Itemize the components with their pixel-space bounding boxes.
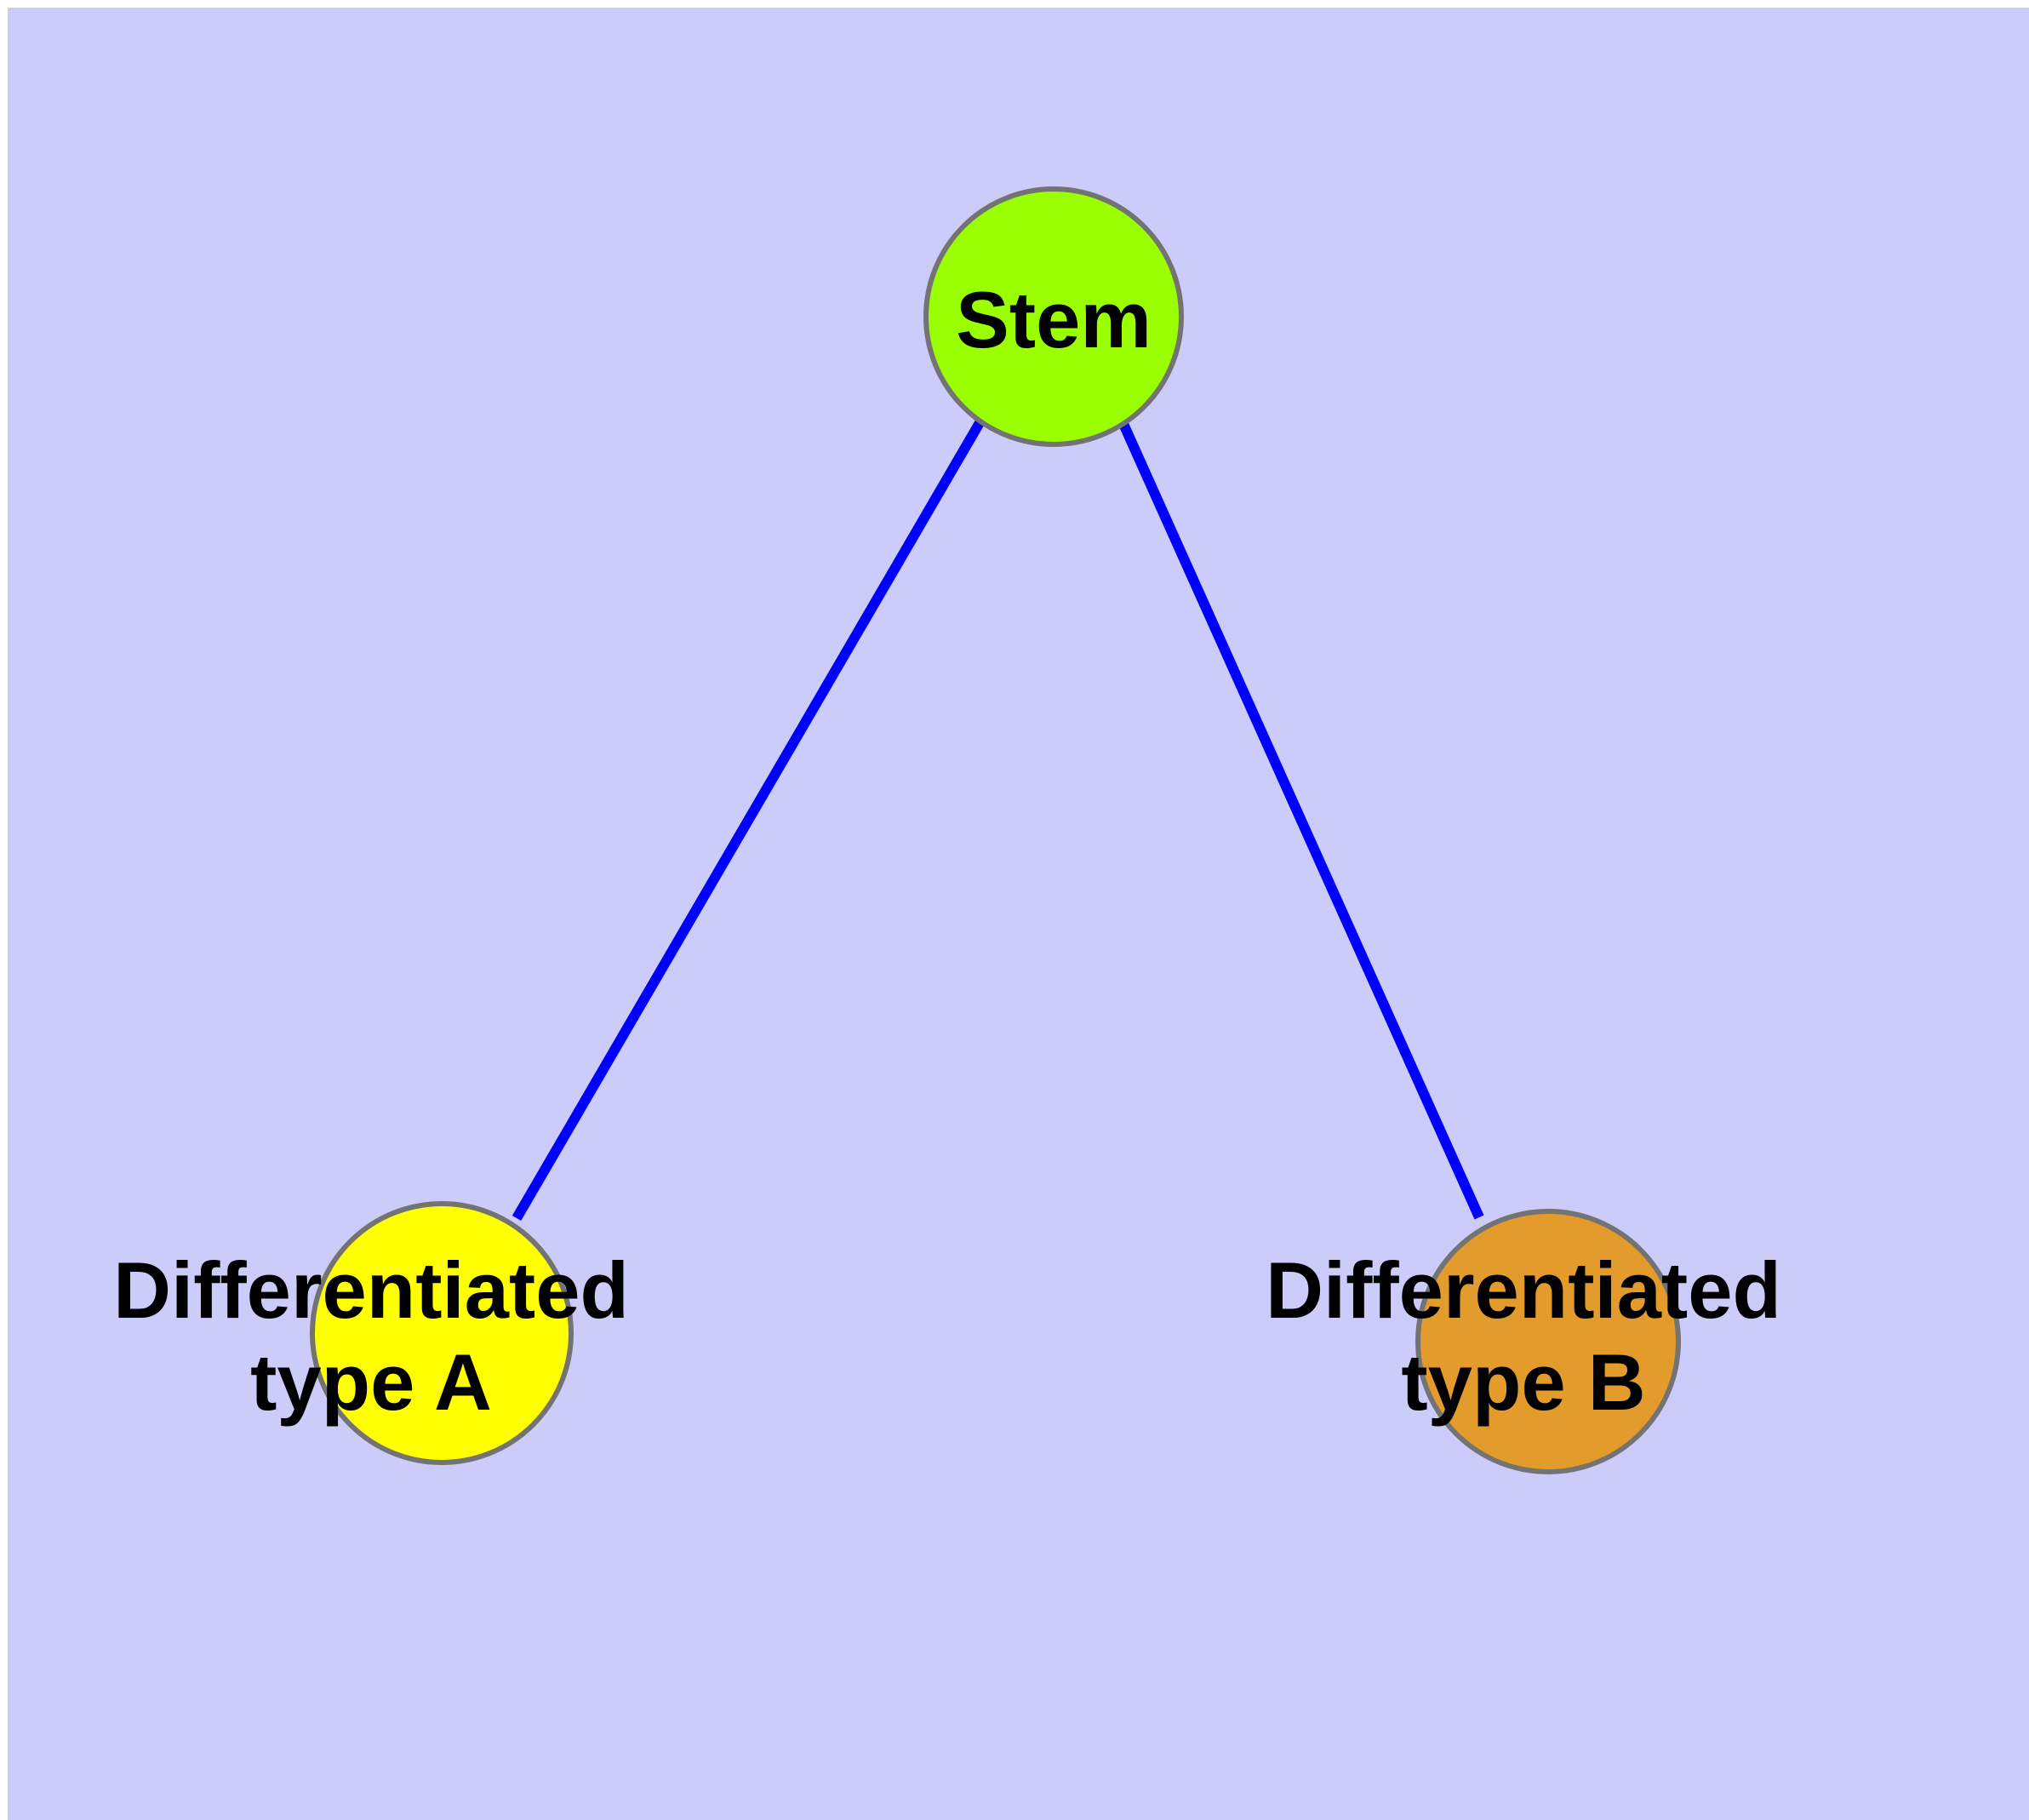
node-differentiated-type-b[interactable]: [1415, 1209, 1681, 1474]
node-label-line: Differentiated: [1266, 1245, 1781, 1335]
node-label-line: Differentiated: [113, 1245, 629, 1335]
node-stem[interactable]: [923, 186, 1184, 447]
node-circle-stem[interactable]: [923, 186, 1184, 447]
edge-stem-to-differentiated-type-b: [1118, 421, 1484, 1220]
node-differentiated-type-a[interactable]: [310, 1201, 574, 1465]
node-label-stem: Stem: [956, 275, 1152, 364]
node-label-line: Stem: [956, 275, 1152, 364]
nodes-layer: [310, 186, 1681, 1474]
node-circle-differentiated-type-a[interactable]: [310, 1201, 574, 1465]
edge-stem-to-differentiated-type-a: [512, 418, 986, 1222]
node-circle-differentiated-type-b[interactable]: [1415, 1209, 1681, 1474]
edges-layer: [512, 418, 1484, 1222]
node-label-line: type B: [1401, 1337, 1645, 1427]
node-label-line: type A: [250, 1337, 492, 1427]
